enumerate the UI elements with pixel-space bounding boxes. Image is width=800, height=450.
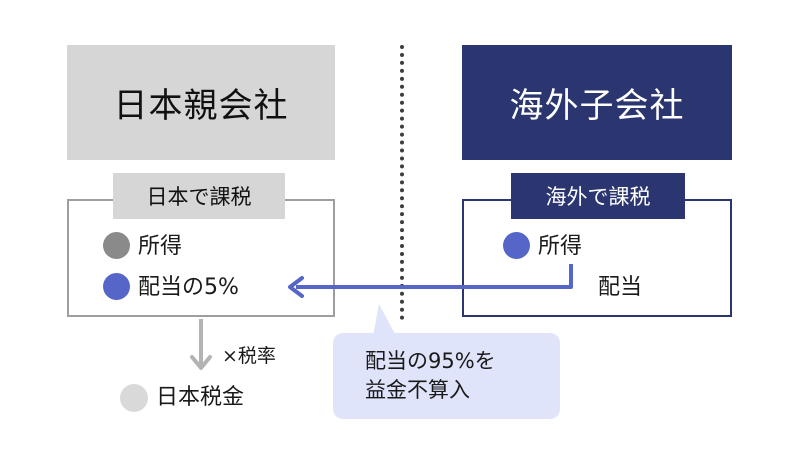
note-bubble: 配当の95%を 益金不算入 bbox=[333, 333, 560, 419]
parent-company-title: 日本親会社 bbox=[113, 86, 289, 126]
dividend-flow-arrow bbox=[296, 264, 573, 289]
subsidiary-tax-label: 海外で課税 bbox=[511, 173, 685, 219]
parent-tax-label: 日本で課税 bbox=[113, 173, 285, 219]
parent-income-label: 所得 bbox=[138, 234, 183, 259]
tax-rate-label: ×税率 bbox=[222, 345, 276, 367]
parent-dividend-label: 配当の5% bbox=[138, 275, 239, 300]
subsidiary-dividend-label: 配当 bbox=[598, 275, 643, 300]
dividend-arrow-head-icon bbox=[288, 276, 304, 298]
note-line-1: 配当の95%を bbox=[365, 349, 496, 373]
parent-tax-label-text: 日本で課税 bbox=[146, 185, 252, 209]
subsidiary-tax-label-text: 海外で課税 bbox=[545, 185, 651, 209]
japan-tax-label: 日本税金 bbox=[156, 385, 245, 410]
note-line-2: 益金不算入 bbox=[365, 378, 470, 402]
subsidiary-title: 海外子会社 bbox=[509, 86, 685, 126]
subsidiary-header: 海外子会社 bbox=[462, 45, 732, 160]
japan-tax-dot-icon bbox=[120, 384, 148, 412]
tax-down-arrow-head-icon bbox=[190, 355, 212, 370]
parent-income-dot-icon bbox=[103, 232, 130, 259]
parent-company-header: 日本親会社 bbox=[67, 45, 335, 160]
note-bubble-tail bbox=[373, 304, 396, 336]
parent-dividend-dot-icon bbox=[103, 273, 130, 300]
subsidiary-income-label: 所得 bbox=[538, 234, 583, 259]
subsidiary-income-dot-icon bbox=[503, 232, 530, 259]
center-divider bbox=[400, 45, 404, 320]
